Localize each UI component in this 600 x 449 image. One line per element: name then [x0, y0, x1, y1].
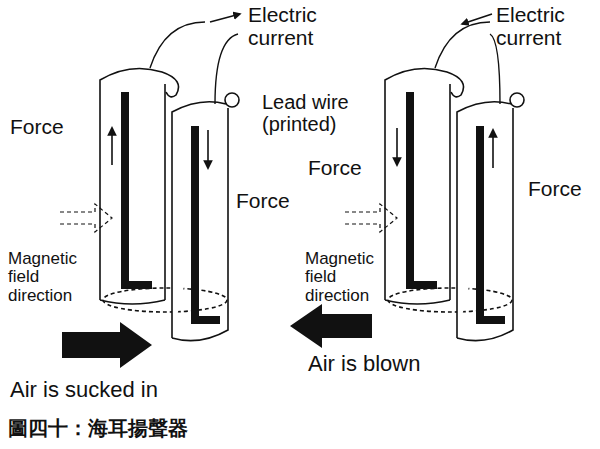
air-label: Air is sucked in	[10, 378, 158, 402]
current-label: Electric current	[248, 4, 368, 49]
air-label: Air is blown	[308, 352, 420, 376]
force-label: Force	[308, 157, 362, 180]
force-label: Force	[528, 178, 582, 201]
force-label: Force	[236, 190, 290, 213]
field-label: Magnetic field direction	[305, 250, 397, 305]
force-label: Force	[10, 116, 64, 139]
current-label: Electric current	[496, 4, 596, 49]
lead-wire-label: Lead wire (printed)	[262, 92, 380, 135]
field-label: Magnetic field direction	[8, 250, 100, 305]
figure-caption: 圖四十：海耳揚聲器	[8, 418, 188, 440]
